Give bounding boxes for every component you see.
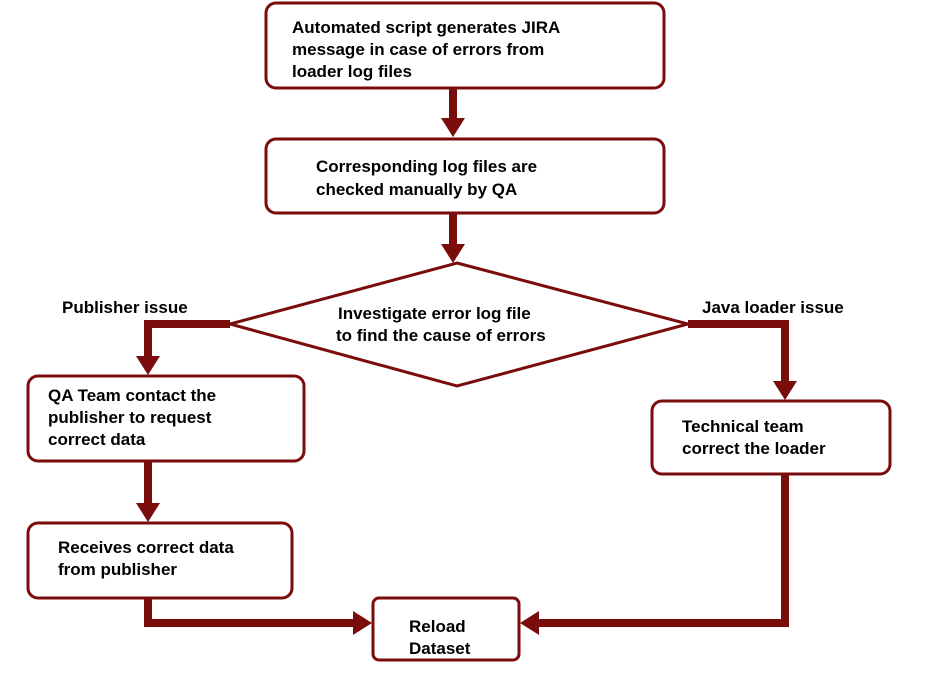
node-jira-script: Automated script generates JIRA message … (264, 1, 666, 90)
node-receive-data: Receives correct data from publisher (26, 521, 294, 600)
node-reload-line2: Dataset (409, 639, 471, 658)
node-jira-script-line3: loader log files (292, 62, 412, 81)
svg-text:Corresponding log files are: Corresponding log files are checked manu… (316, 157, 542, 199)
arrow-investigate-to-qa (144, 320, 230, 358)
node-tech-team-line2: correct the loader (682, 439, 826, 458)
arrowhead-investigate-to-tech (773, 381, 797, 400)
arrowhead-check-to-investigate (441, 244, 465, 263)
node-reload-line1: Reload (409, 617, 466, 636)
node-tech-team-line1: Technical team (682, 417, 804, 436)
node-investigate-line2: to find the cause of errors (336, 326, 546, 345)
svg-text:Technical team correct t: Technical team correct the loader (682, 417, 826, 458)
node-investigate-decision: Investigate error log file to find the c… (224, 261, 694, 388)
arrow-receive-to-reload (144, 598, 355, 627)
svg-text:Automated script generates JIR: Automated script generates JIRA message … (292, 18, 564, 81)
node-tech-team: Technical team correct the loader (650, 399, 892, 476)
arrowhead-qa-to-receive (136, 503, 160, 522)
arrowhead-jira-to-check (441, 118, 465, 137)
svg-text:Reload Dataset: Reload Dataset (409, 617, 471, 658)
node-reload: Reload Dataset (371, 596, 521, 662)
node-qa-contact-line2: publisher to request (48, 408, 212, 427)
node-qa-contact: QA Team contact the publisher to request… (26, 374, 306, 463)
node-reload-box (371, 596, 521, 662)
node-tech-team-box (650, 399, 892, 476)
arrowhead-receive-to-reload (353, 611, 372, 635)
node-receive-data-box (26, 521, 294, 600)
edge-label-publisher-issue: Publisher issue (62, 298, 188, 317)
node-qa-contact-line3: correct data (48, 430, 146, 449)
node-receive-data-line1: Receives correct data (58, 538, 234, 557)
edge-label-java-loader-issue: Java loader issue (702, 298, 844, 317)
node-investigate-diamond (224, 261, 694, 388)
node-jira-script-box (264, 1, 666, 90)
arrowhead-tech-to-reload (520, 611, 539, 635)
node-manual-check: Corresponding log files are checked manu… (264, 137, 666, 215)
node-receive-data-line2: from publisher (58, 560, 177, 579)
node-jira-script-line1: Automated script generates JIRA (292, 18, 560, 37)
arrow-tech-to-reload (537, 474, 789, 627)
svg-text:Receives correct data fr: Receives correct data from publisher (58, 538, 239, 579)
arrowhead-investigate-to-qa (136, 356, 160, 375)
node-manual-check-line2: checked manually by QA (316, 180, 517, 199)
node-qa-contact-line1: QA Team contact the (48, 386, 216, 405)
node-investigate-line1: Investigate error log file (338, 304, 531, 323)
node-qa-contact-box (26, 374, 306, 463)
node-jira-script-line2: message in case of errors from (292, 40, 544, 59)
node-manual-check-line1: Corresponding log files are (316, 157, 537, 176)
arrow-investigate-to-tech (688, 320, 789, 383)
svg-text:Investigate error log file: Investigate error log file to find the c… (336, 304, 546, 345)
svg-text:QA Team contact the publ: QA Team contact the publisher to request… (48, 386, 221, 449)
connectors (136, 88, 797, 635)
node-manual-check-box (264, 137, 666, 215)
